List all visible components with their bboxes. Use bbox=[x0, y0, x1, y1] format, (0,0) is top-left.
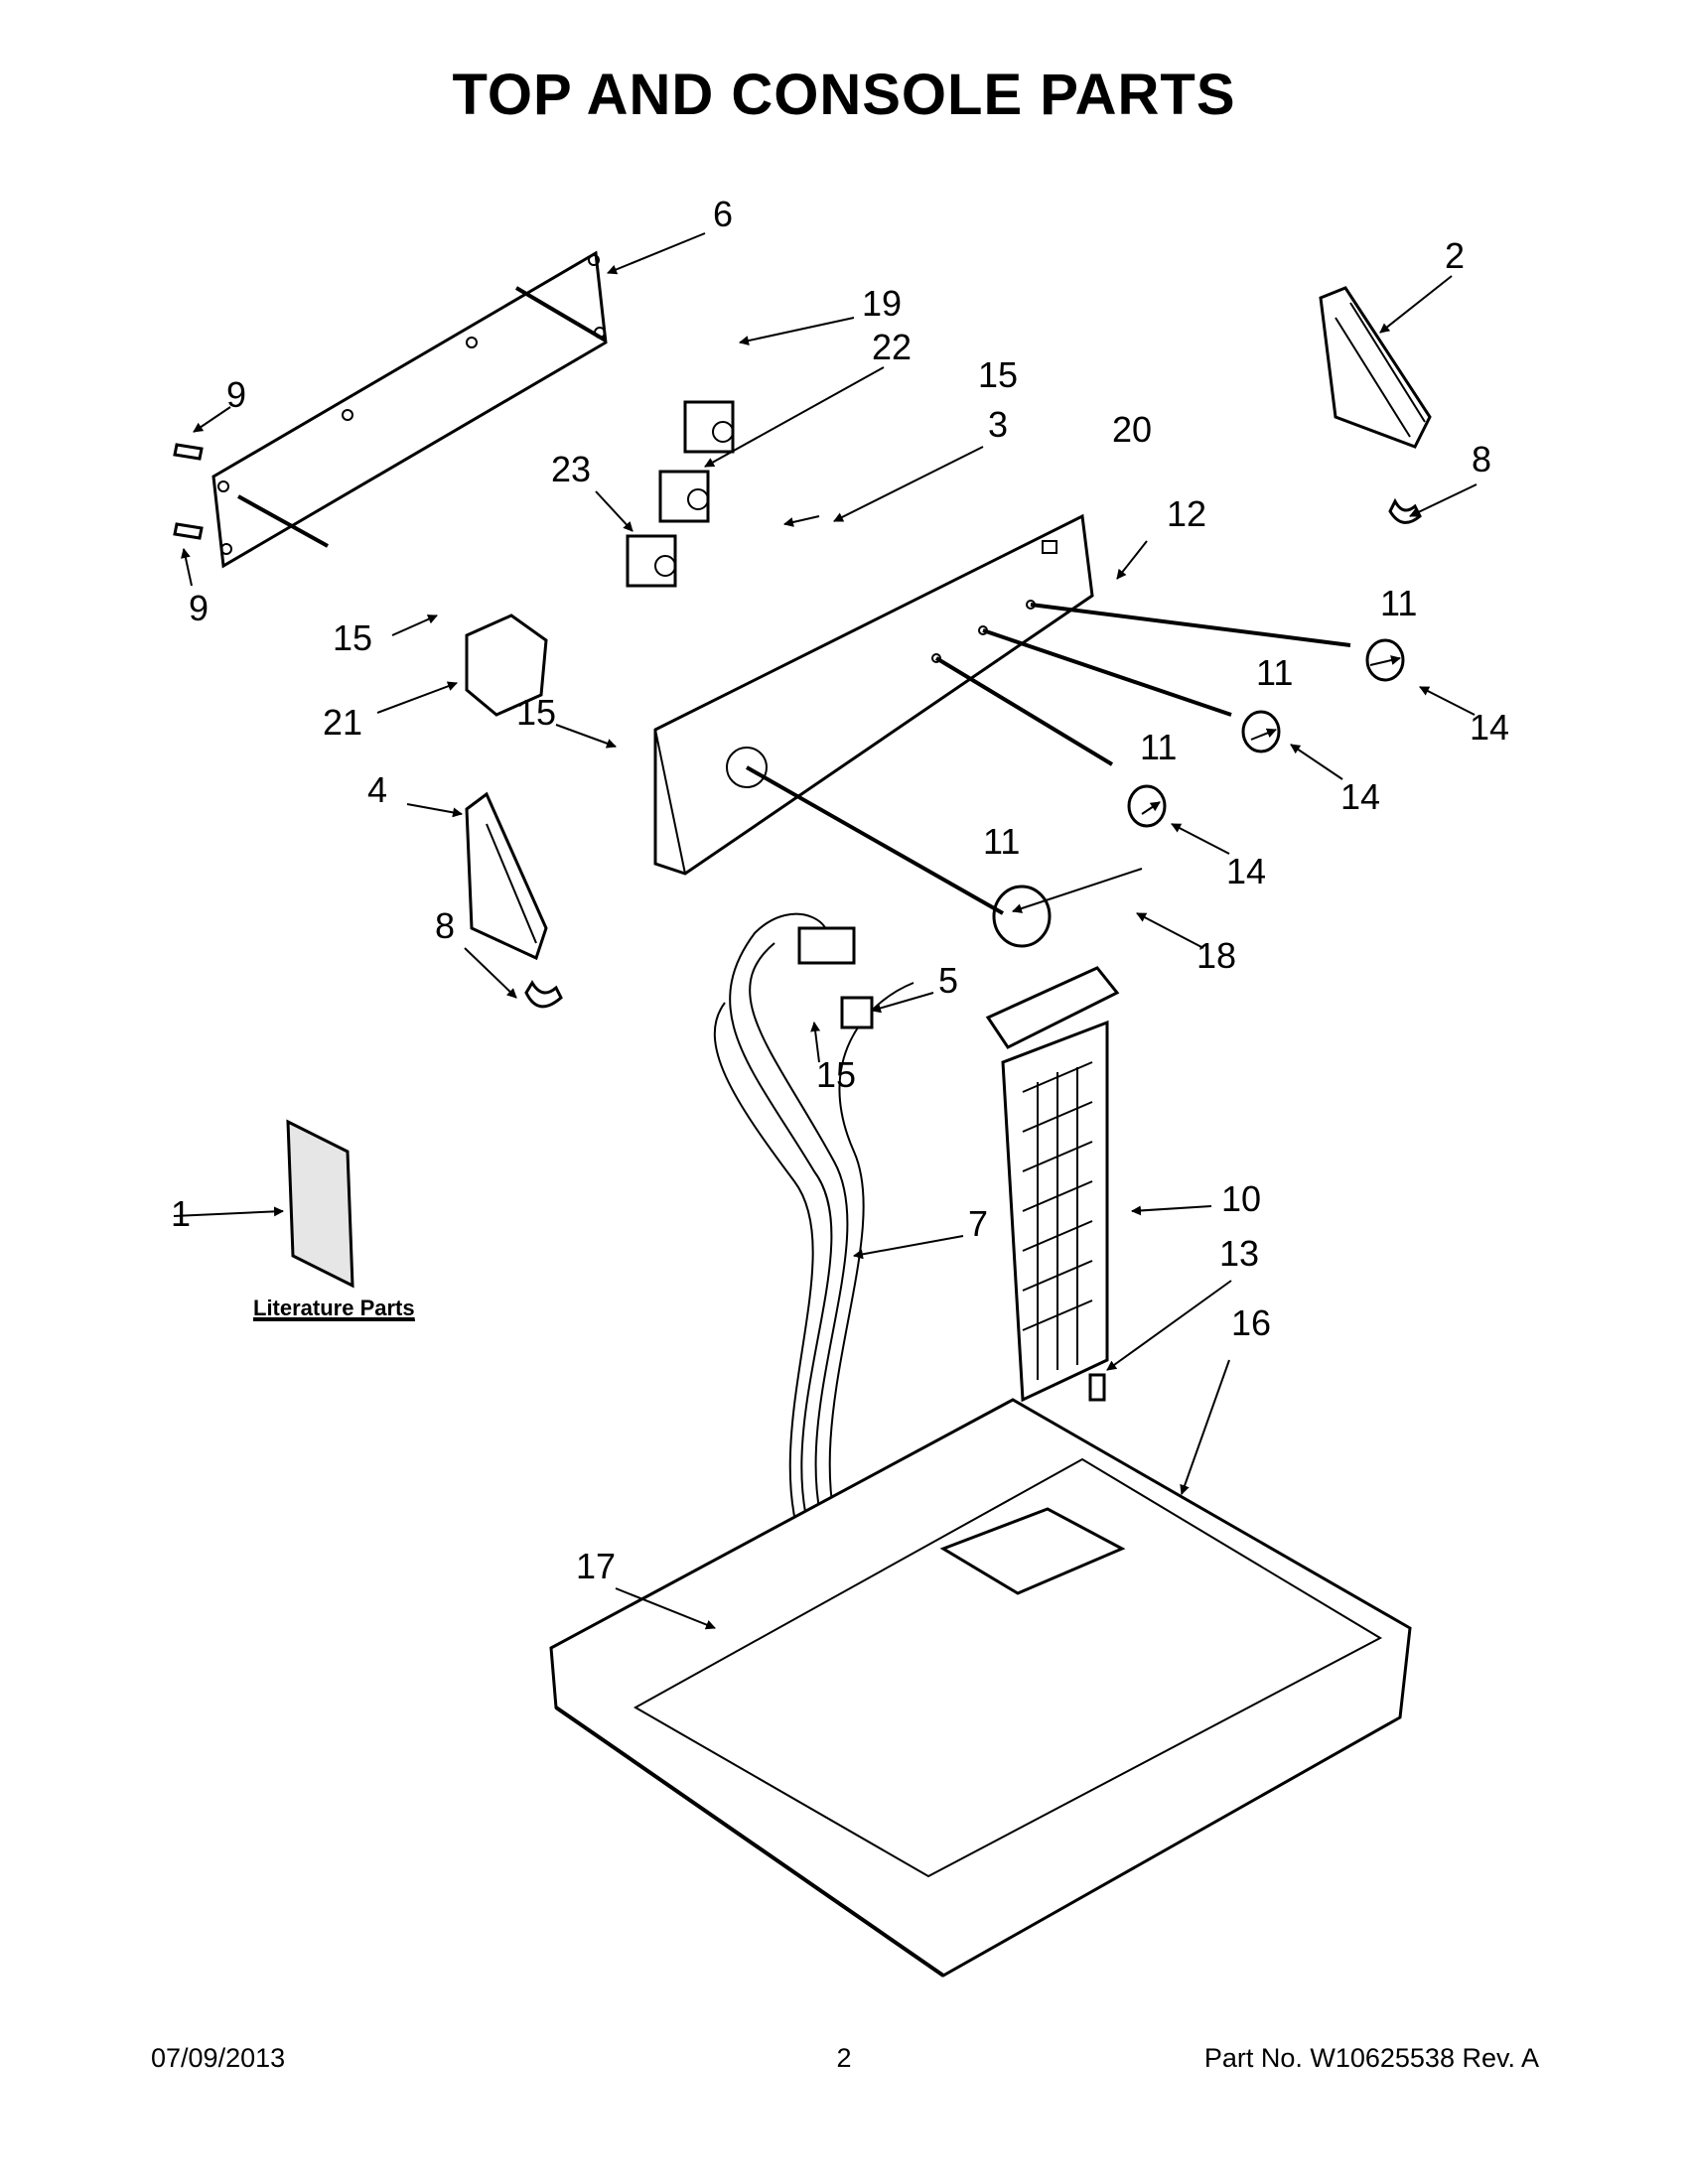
callout-21: 21 bbox=[323, 702, 362, 743]
callout-19: 19 bbox=[862, 283, 902, 324]
callout-15d: 15 bbox=[816, 1054, 856, 1095]
knob-parts bbox=[746, 603, 1405, 948]
callout-labels: 6 2 3 4 5 7 8 8 9 9 10 11 11 11 11 12 13… bbox=[171, 194, 1509, 1586]
rear-panel-part bbox=[211, 250, 608, 569]
callout-12: 12 bbox=[1167, 493, 1206, 534]
callout-7: 7 bbox=[968, 1203, 988, 1244]
callout-8b: 8 bbox=[435, 905, 455, 946]
footer-page-number: 2 bbox=[836, 2043, 852, 2073]
callout-15a: 15 bbox=[978, 354, 1018, 395]
screw-part bbox=[173, 443, 204, 540]
footer-part-number: Part No. W10625538 Rev. A bbox=[1203, 2043, 1539, 2073]
callout-11a: 11 bbox=[1380, 583, 1417, 623]
callout-10: 10 bbox=[1221, 1178, 1261, 1219]
callout-4: 4 bbox=[367, 769, 387, 810]
callout-13: 13 bbox=[1219, 1233, 1259, 1274]
callout-11c: 11 bbox=[1140, 727, 1177, 767]
callout-14b: 14 bbox=[1340, 776, 1380, 817]
top-panel-part bbox=[549, 1398, 1412, 1978]
callout-11d: 11 bbox=[983, 821, 1020, 862]
wire-harness-part bbox=[713, 912, 914, 1574]
callout-17: 17 bbox=[576, 1546, 616, 1586]
console-panel-part bbox=[653, 513, 1094, 876]
callout-14c: 14 bbox=[1226, 851, 1266, 891]
callout-15b: 15 bbox=[333, 617, 372, 658]
page-title: TOP AND CONSOLE PARTS bbox=[452, 63, 1236, 127]
timer-part bbox=[465, 614, 548, 717]
callout-1: 1 bbox=[171, 1193, 191, 1234]
callout-2: 2 bbox=[1445, 235, 1465, 276]
callout-14a: 14 bbox=[1470, 707, 1509, 748]
footer-date: 07/09/2013 bbox=[151, 2043, 286, 2073]
callout-9a: 9 bbox=[226, 374, 246, 415]
end-cap-left-part bbox=[465, 791, 548, 961]
callout-leaders bbox=[173, 232, 1477, 1630]
callout-23: 23 bbox=[551, 449, 591, 489]
callout-20: 20 bbox=[1112, 409, 1152, 450]
literature-book-part bbox=[286, 1119, 354, 1289]
screw-13-part bbox=[1088, 1373, 1106, 1402]
callout-22: 22 bbox=[872, 327, 912, 367]
callout-3: 3 bbox=[988, 404, 1008, 445]
end-cap-right-part bbox=[1319, 286, 1432, 449]
clip-part bbox=[524, 497, 1422, 1009]
switch-parts bbox=[626, 400, 735, 588]
callout-8a: 8 bbox=[1472, 439, 1491, 479]
literature-parts-label: Literature Parts bbox=[253, 1296, 415, 1320]
callout-9b: 9 bbox=[189, 588, 209, 628]
callout-6: 6 bbox=[713, 194, 733, 234]
callout-5: 5 bbox=[938, 960, 958, 1001]
lint-screen-part bbox=[985, 966, 1120, 1403]
callout-18: 18 bbox=[1196, 935, 1236, 976]
callout-15c: 15 bbox=[516, 692, 556, 733]
callout-16: 16 bbox=[1231, 1302, 1271, 1343]
callout-11b: 11 bbox=[1256, 652, 1293, 693]
